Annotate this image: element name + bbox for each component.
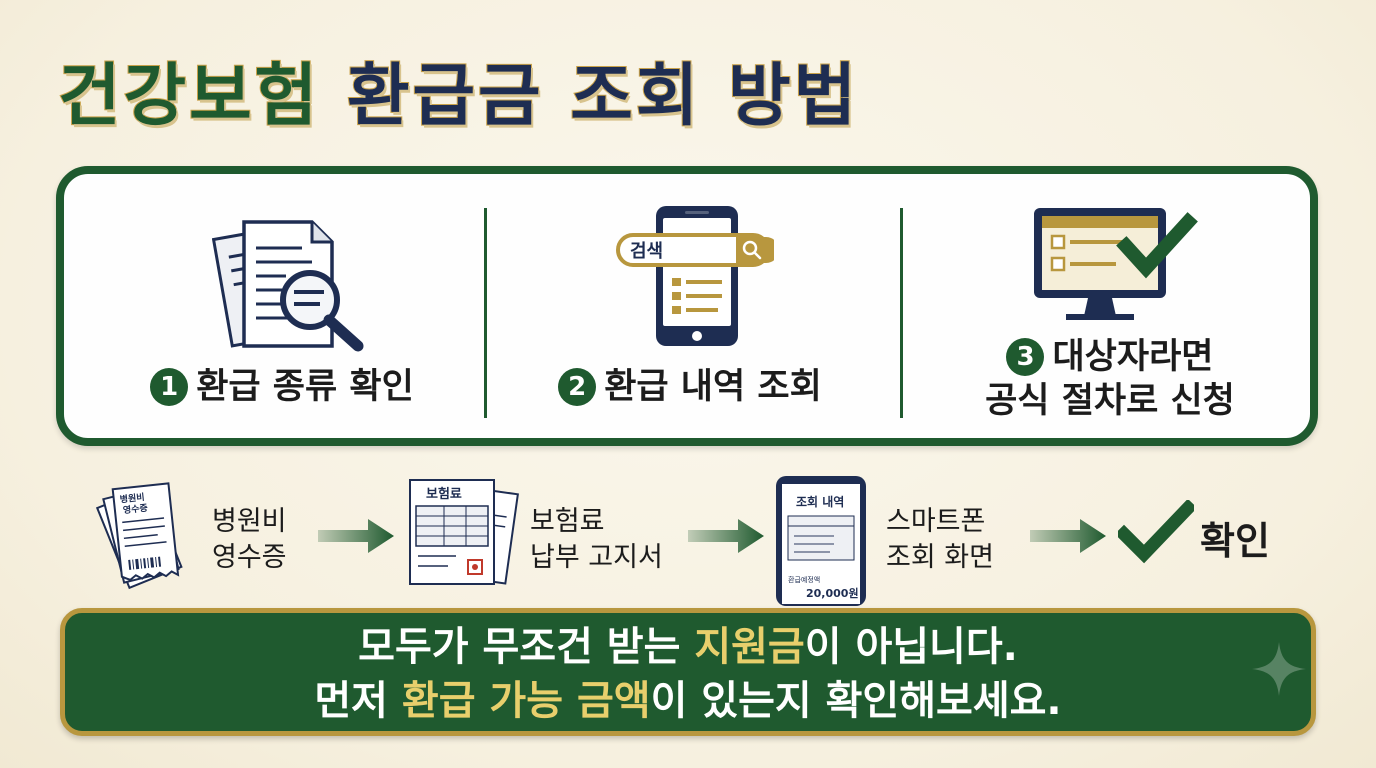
flow-item-3-line2: 조회 화면 <box>886 542 994 573</box>
banner-line-2: 먼저 환급 가능 금액이 있는지 확인해보세요. <box>65 675 1311 727</box>
step-number-1: 1 <box>150 368 189 406</box>
step-3-label-line2: 공식 절차로 신청 <box>985 381 1235 421</box>
step-3-text-line1: 대상자라면 <box>1052 337 1214 377</box>
banner-line-1-end: 이 아닙니다. <box>804 624 1018 670</box>
phone-screen-amount: 20,000원 <box>806 586 859 600</box>
arrow-right-icon <box>318 519 394 553</box>
banner-highlight-2: 환급 가능 금액 <box>401 678 651 724</box>
banner-line-1-text: 모두가 무조건 받는 <box>358 624 695 670</box>
receipt-title-2: 영수증 <box>122 502 148 517</box>
document-magnifier-icon <box>212 220 364 352</box>
banner-line-2-text: 먼저 <box>314 678 402 724</box>
phone-screen-caption: 환급예정액 <box>788 575 820 584</box>
divider-2 <box>900 208 903 418</box>
notice-banner: 모두가 무조건 받는 지원금이 아닙니다. 먼저 환급 가능 금액이 있는지 확… <box>60 608 1316 736</box>
arrow-right-icon <box>1030 519 1106 553</box>
sparkle-icon <box>1252 642 1306 696</box>
check-icon <box>1118 500 1194 564</box>
page-title: 건강보험 환급금 조회 방법 <box>57 40 860 139</box>
step-number-2: 2 <box>558 368 597 406</box>
search-bar-text: 검색 <box>630 241 663 262</box>
arrow-right-icon <box>688 519 764 553</box>
smartphone-icon: 조회 내역 환급예정액 20,000원 <box>776 476 866 606</box>
phone-search-icon: 검색 <box>616 206 774 346</box>
flow-item-1-line2: 영수증 <box>212 542 287 573</box>
step-1-text: 환급 종류 확인 <box>196 367 414 407</box>
banner-highlight-1: 지원금 <box>694 624 805 670</box>
banner-line-2-end: 이 있는지 확인해보세요. <box>650 678 1062 724</box>
notice-document-icon: 보험료 <box>409 479 519 585</box>
step-number-3: 3 <box>1006 338 1045 376</box>
notice-doc-title: 보험료 <box>426 486 462 502</box>
step-2-text: 환급 내역 조회 <box>604 367 822 407</box>
title-part-navy: 환급금 조회 방법 <box>346 56 860 137</box>
title-part-green: 건강보험 <box>57 56 321 137</box>
flow-item-1-line1: 병원비 <box>212 506 287 537</box>
flow-item-2-line1: 보험료 <box>530 506 605 537</box>
phone-screen-title: 조회 내역 <box>796 494 844 509</box>
flow-item-3-line1: 스마트폰 <box>886 506 986 537</box>
divider-1 <box>484 208 487 418</box>
monitor-check-icon <box>1034 208 1198 320</box>
receipt-title-1: 병원비 <box>119 491 145 506</box>
confirm-label: 확인 <box>1200 519 1270 563</box>
receipt-stack-icon: 병원비 영수증 <box>95 482 183 590</box>
banner-line-1: 모두가 무조건 받는 지원금이 아닙니다. <box>65 621 1311 673</box>
flow-item-2-line2: 납부 고지서 <box>530 542 663 573</box>
